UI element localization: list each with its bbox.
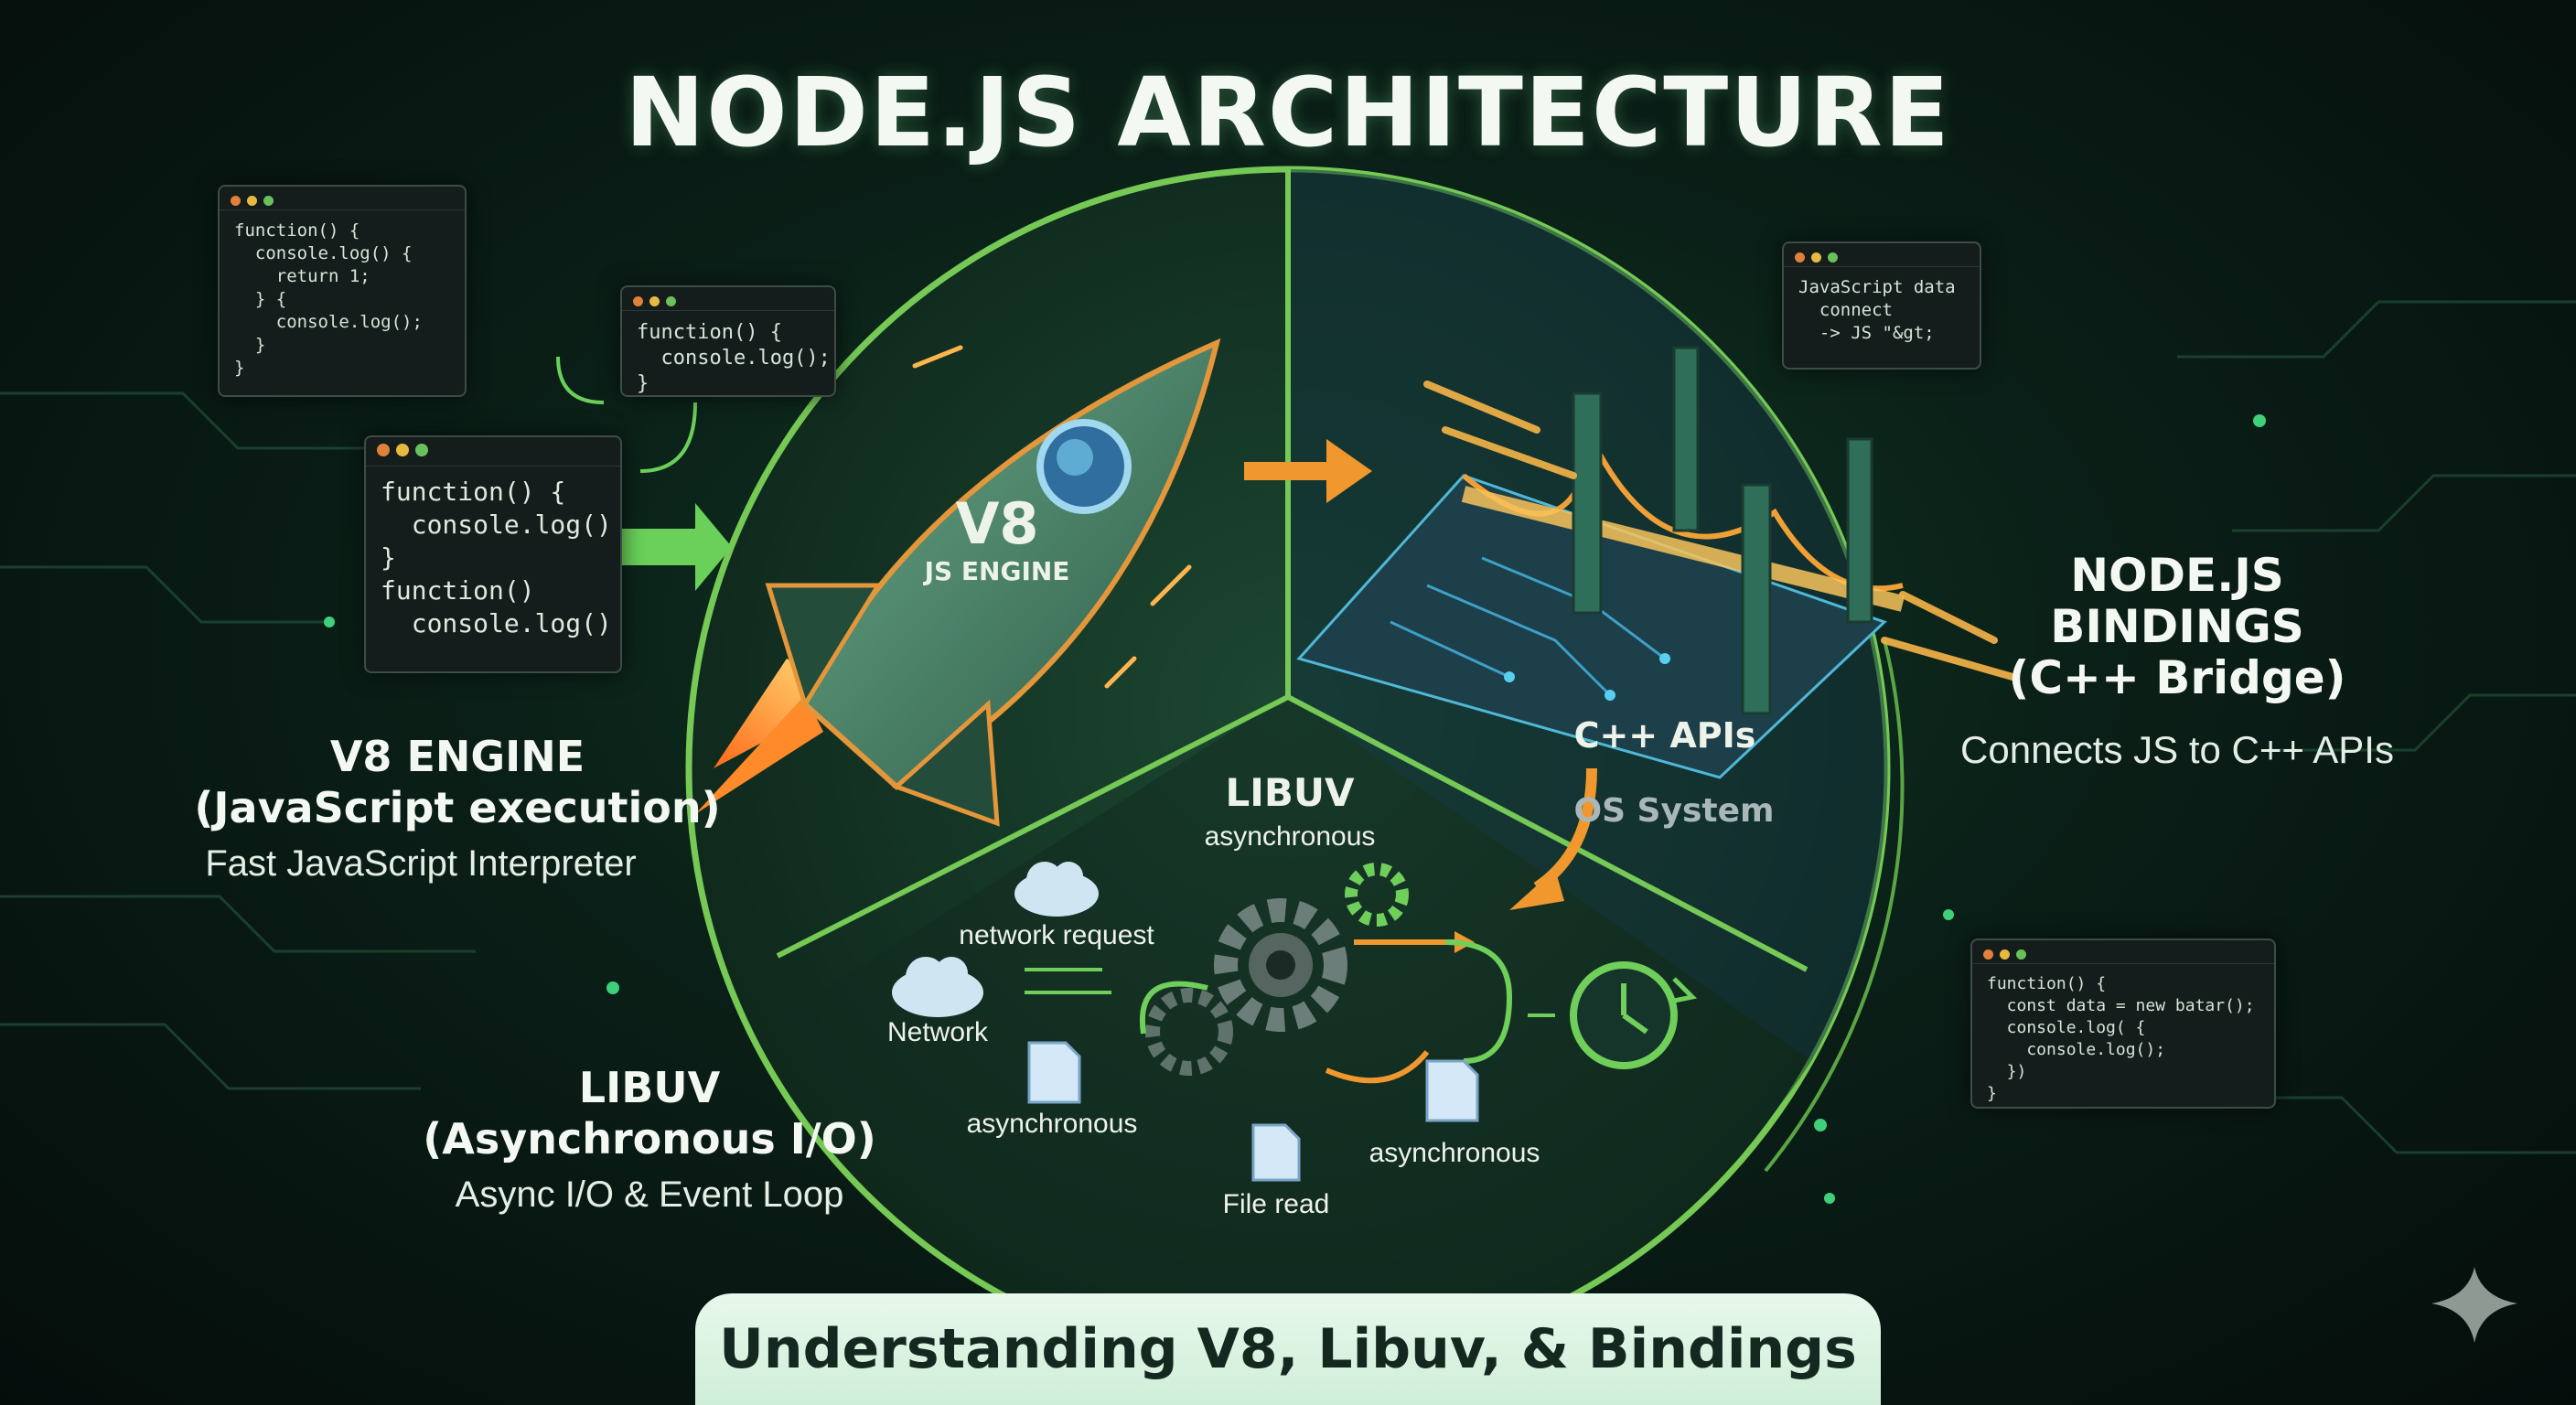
libuv-sector	[778, 695, 1811, 1338]
sparkle-icon	[2431, 1267, 2517, 1343]
code-text: function() { console.log() } function() …	[381, 477, 612, 638]
code-window-bottom-right: function() { const data = new batar(); c…	[1970, 938, 2276, 1109]
clock-icon	[1570, 961, 1698, 1069]
async-right-label: asynchronous	[1368, 1138, 1540, 1168]
v8-badge-main: V8	[955, 490, 1039, 557]
v8-subtitle: Fast JavaScript Interpreter	[205, 843, 637, 884]
network-request-label: network request	[959, 920, 1154, 950]
bindings-title-line3: (C++ Bridge)	[2008, 651, 2346, 704]
code-text: function() { const data = new batar(); c…	[1987, 974, 2255, 1103]
network-label: Network	[886, 1017, 989, 1047]
outer-arc	[1764, 639, 1905, 1173]
v8-title-line1: V8 ENGINE	[329, 732, 585, 781]
bindings-title-line1: NODE.JS	[2070, 549, 2284, 602]
code-text: function() { console.log() { return 1; }…	[234, 220, 423, 378]
code-window-small: function() { console.log(); }	[620, 285, 836, 397]
file-read-label: File read	[1222, 1189, 1330, 1219]
banner-text: Understanding V8, Libuv, & Bindings	[719, 1317, 1857, 1381]
arrow-code-to-v8	[622, 503, 732, 591]
code-window-top-left: function() { console.log() { return 1; }…	[218, 185, 467, 397]
page-title: NODE.JS ARCHITECTURE	[625, 57, 1951, 168]
gear-icon	[1145, 863, 1409, 1076]
v8-badge-sub: JS ENGINE	[924, 556, 1070, 586]
code-text: JavaScript data connect -> JS "&gt;	[1798, 277, 1956, 343]
document-icon	[1027, 1041, 1479, 1182]
libuv-inner-sub: asynchronous	[1204, 821, 1376, 852]
libuv-title-line2: (Asynchronous I/O)	[423, 1114, 876, 1164]
cloud-icon	[892, 862, 1099, 1017]
arrow-v8-to-bindings	[1244, 439, 1372, 503]
divider-left	[776, 694, 1290, 959]
code-text: function() { console.log(); }	[637, 321, 831, 395]
bottom-banner: Understanding V8, Libuv, & Bindings	[695, 1293, 1881, 1405]
libuv-subtitle: Async I/O & Event Loop	[455, 1174, 844, 1215]
v8-title-line2: (JavaScript execution)	[194, 783, 721, 832]
os-system-label: OS System	[1573, 792, 1775, 830]
bridge-platform	[1296, 474, 1887, 779]
async-left-label: asynchronous	[966, 1109, 1138, 1139]
divider-right	[1286, 694, 1809, 972]
bridge-icon	[1461, 346, 1905, 715]
bindings-title-line2: BINDINGS	[2050, 600, 2304, 653]
cpp-apis-label: C++ APIs	[1573, 715, 1756, 756]
bindings-subtitle: Connects JS to C++ APIs	[1960, 728, 2394, 771]
libuv-inner-title: LIBUV	[1225, 770, 1355, 815]
libuv-title-line1: LIBUV	[578, 1063, 721, 1112]
rocket-icon	[695, 338, 1221, 827]
code-window-top-right: JavaScript data connect -> JS "&gt;	[1782, 241, 1981, 370]
code-window-large: function() { console.log() } function() …	[364, 435, 622, 673]
